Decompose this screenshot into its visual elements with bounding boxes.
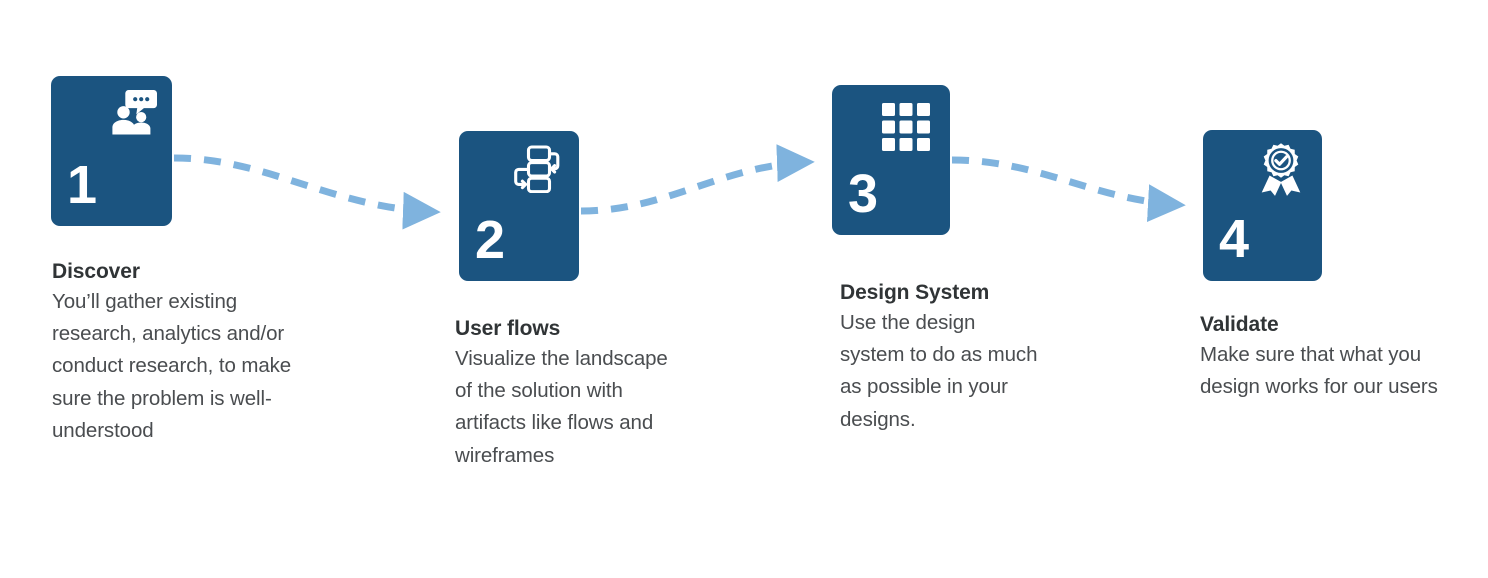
step-1-description: You’ll gather existing research, analyti…	[52, 290, 292, 442]
connector-1-to-2	[173, 154, 441, 230]
connector-3-to-4	[951, 156, 1186, 222]
step-4-card[interactable]: 4	[1203, 130, 1322, 281]
step-4-number: 4	[1219, 209, 1249, 269]
step-2-text: User flows Visualize the landscape of th…	[455, 315, 673, 472]
step-4-title: Validate	[1200, 313, 1279, 336]
step-1-card[interactable]: 1	[51, 76, 172, 226]
flowchart-icon	[509, 145, 561, 198]
step-2-title: User flows	[455, 317, 561, 340]
connector-2-to-3	[580, 144, 815, 215]
step-1-text: Discover You’ll gather existing research…	[52, 258, 302, 447]
step-2-number: 2	[475, 210, 505, 270]
step-4-text: Validate Make sure that what you design …	[1200, 311, 1450, 403]
people-discussion-icon	[103, 90, 157, 141]
grid-icon	[882, 103, 930, 156]
step-1-title: Discover	[52, 260, 140, 283]
award-badge-check-icon	[1255, 142, 1307, 201]
step-2-description: Visualize the landscape of the solution …	[455, 347, 668, 467]
step-3-description: Use the design system to do as much as p…	[840, 311, 1038, 431]
step-4-description: Make sure that what you design works for…	[1200, 343, 1438, 399]
step-1-number: 1	[67, 155, 97, 215]
step-3-text: Design System Use the design system to d…	[840, 279, 1040, 436]
step-3-card[interactable]: 3	[832, 85, 950, 235]
step-3-title: Design System	[840, 281, 990, 304]
step-2-card[interactable]: 2	[459, 131, 579, 281]
step-3-number: 3	[848, 164, 878, 224]
